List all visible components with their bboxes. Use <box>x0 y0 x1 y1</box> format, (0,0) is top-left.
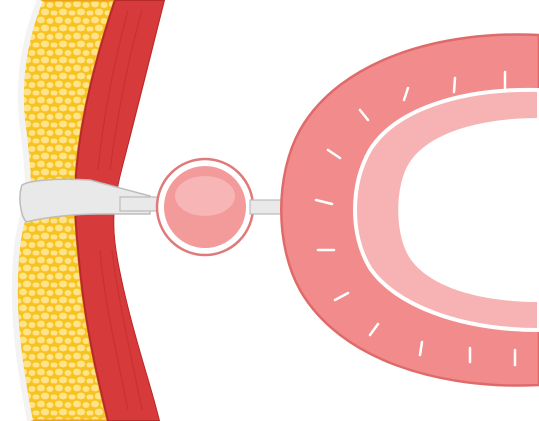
bowel-loop <box>281 34 539 385</box>
cystic-dilation <box>157 159 253 255</box>
